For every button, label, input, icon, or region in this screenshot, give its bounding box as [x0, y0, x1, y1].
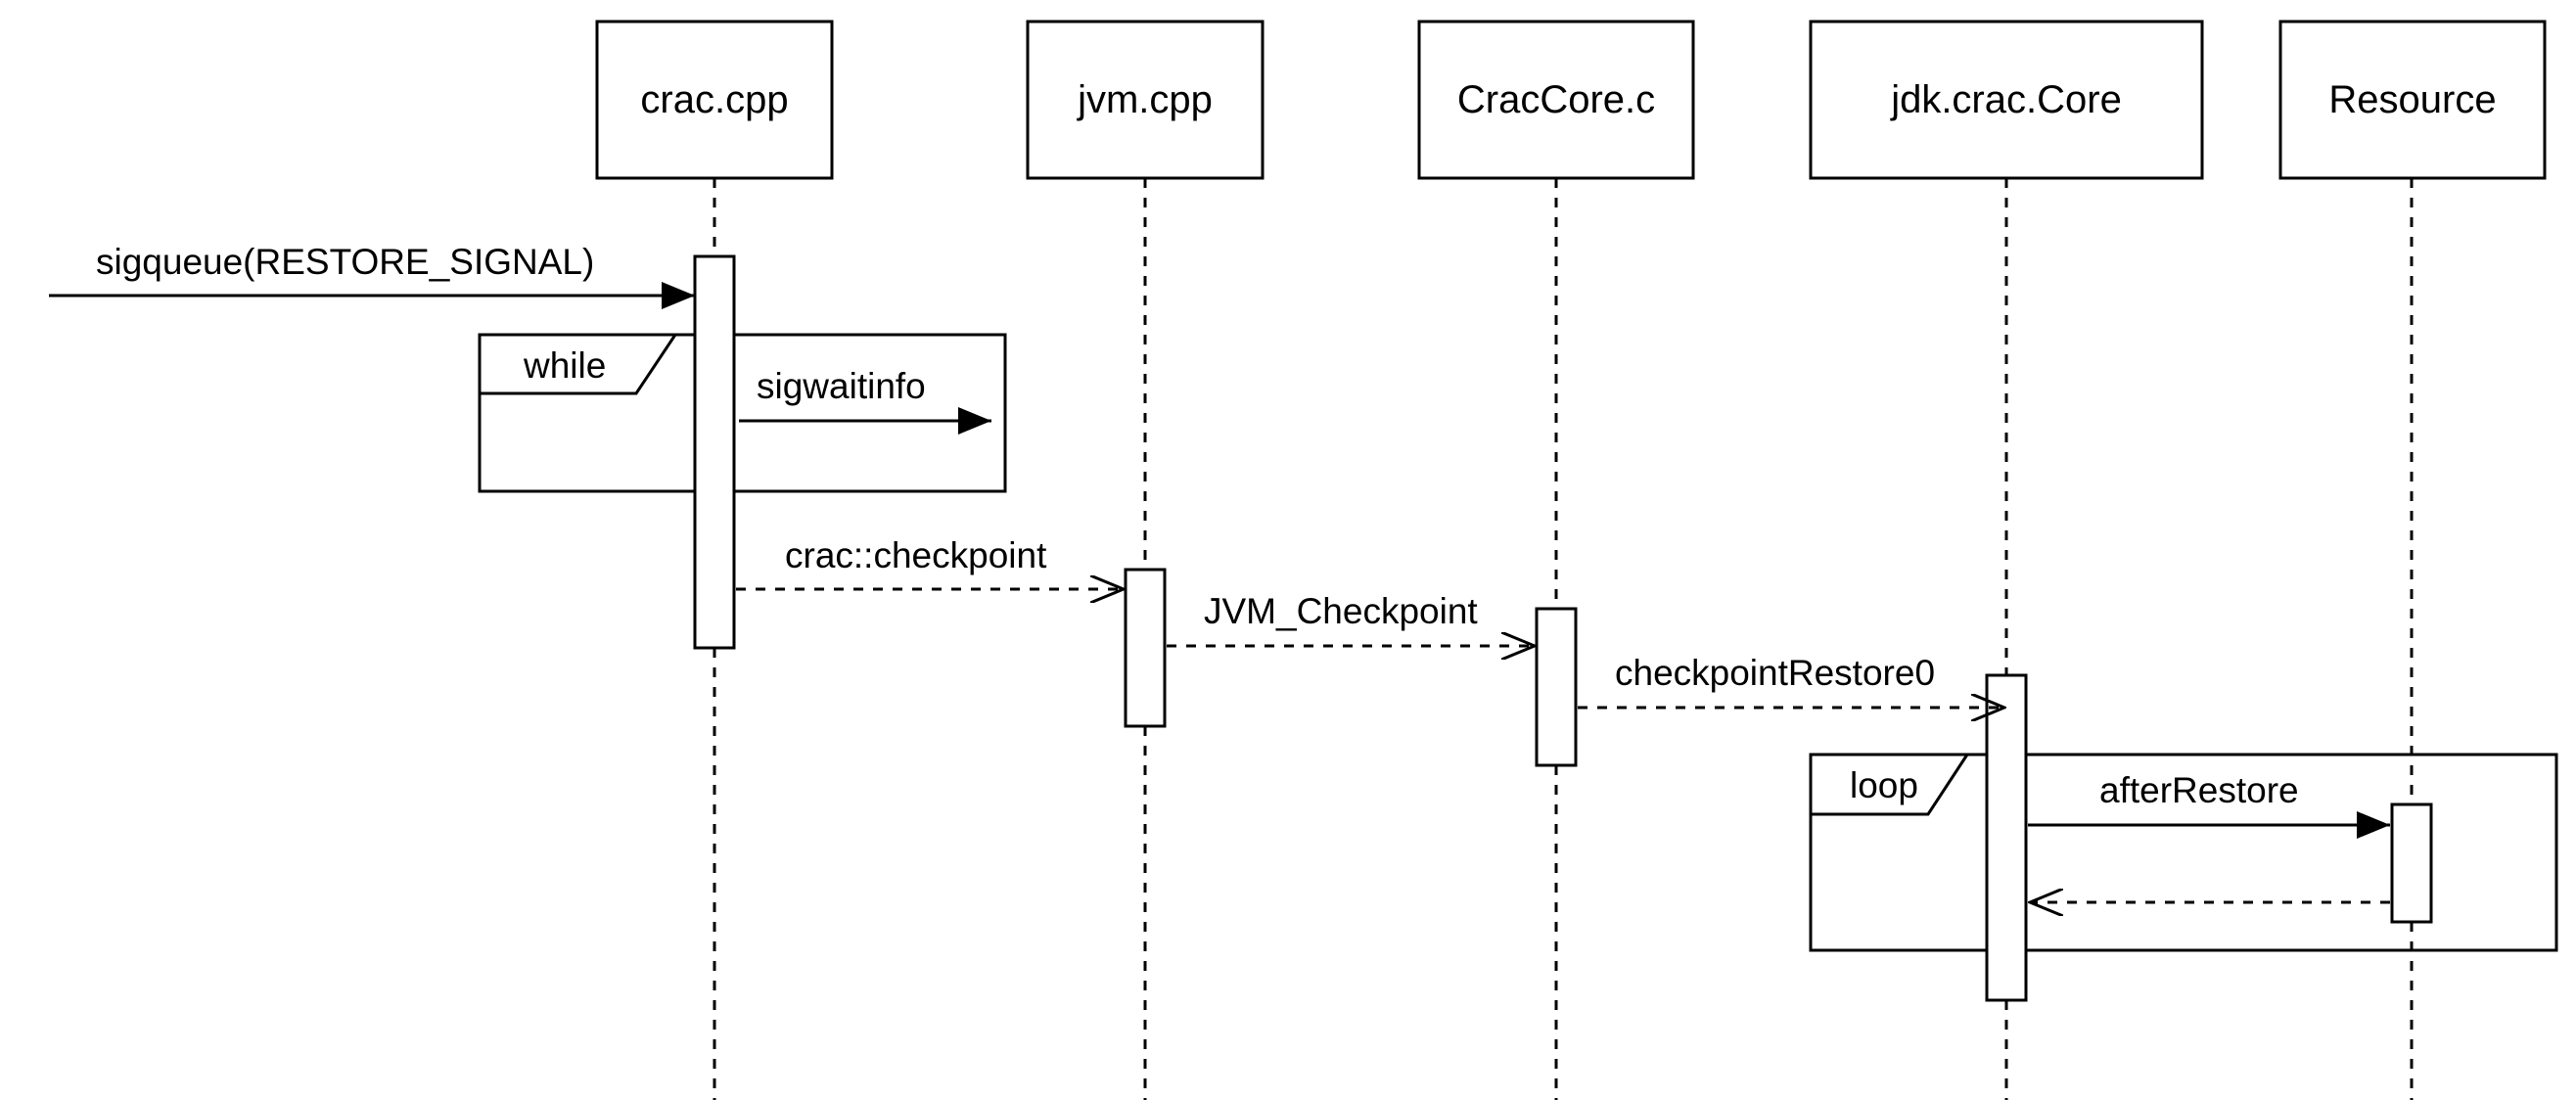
activation-crac	[693, 254, 736, 650]
activation-resource	[2390, 802, 2433, 924]
participant-jvm: jvm.cpp	[1026, 20, 1265, 180]
participant-box	[1809, 20, 2204, 180]
participant-resource: Resource	[2278, 20, 2547, 180]
participant-label: crac.cpp	[640, 78, 788, 121]
participant-label: jdk.crac.Core	[1890, 78, 2122, 121]
activation-jdkcore	[1985, 673, 2028, 1002]
message-label: sigwaitinfo	[757, 366, 926, 406]
fragment-tab	[1811, 754, 1969, 816]
participant-box	[1026, 20, 1265, 180]
message-label: afterRestore	[2099, 770, 2299, 810]
message-after-restore: afterRestore	[2028, 770, 2390, 839]
fragment-loop: loop	[1809, 753, 2558, 952]
fragment-tab	[480, 334, 677, 395]
participant-box	[2278, 20, 2547, 180]
message-label: checkpointRestore0	[1615, 653, 1935, 693]
message-crac-checkpoint: crac::checkpoint	[736, 535, 1124, 589]
participant-label: jvm.cpp	[1077, 78, 1213, 121]
message-checkpoint-restore: checkpointRestore0	[1578, 653, 2004, 708]
activation-craccore	[1535, 607, 1578, 767]
fragment-frame	[478, 333, 1007, 493]
participant-box	[1417, 20, 1695, 180]
message-sigqueue: sigqueue(RESTORE_SIGNAL)	[49, 242, 695, 309]
participant-label: Resource	[2328, 78, 2496, 121]
participant-jdkcore: jdk.crac.Core	[1809, 20, 2204, 180]
message-sigwaitinfo: sigwaitinfo	[739, 366, 991, 435]
message-label: sigqueue(RESTORE_SIGNAL)	[96, 242, 594, 282]
participant-craccore: CracCore.c	[1417, 20, 1695, 180]
fragment-while: while	[478, 333, 1007, 493]
message-label: crac::checkpoint	[785, 535, 1047, 575]
activations	[693, 254, 2433, 1002]
activation-jvm	[1124, 568, 1167, 728]
participant-label: CracCore.c	[1457, 78, 1655, 121]
fragment-frame	[1809, 753, 2558, 952]
fragment-label: while	[523, 345, 606, 386]
fragment-label: loop	[1850, 765, 1918, 805]
message-jvm-checkpoint: JVM_Checkpoint	[1167, 591, 1535, 646]
participant-crac: crac.cpp	[595, 20, 834, 180]
participant-box	[595, 20, 834, 180]
message-label: JVM_Checkpoint	[1204, 591, 1478, 631]
